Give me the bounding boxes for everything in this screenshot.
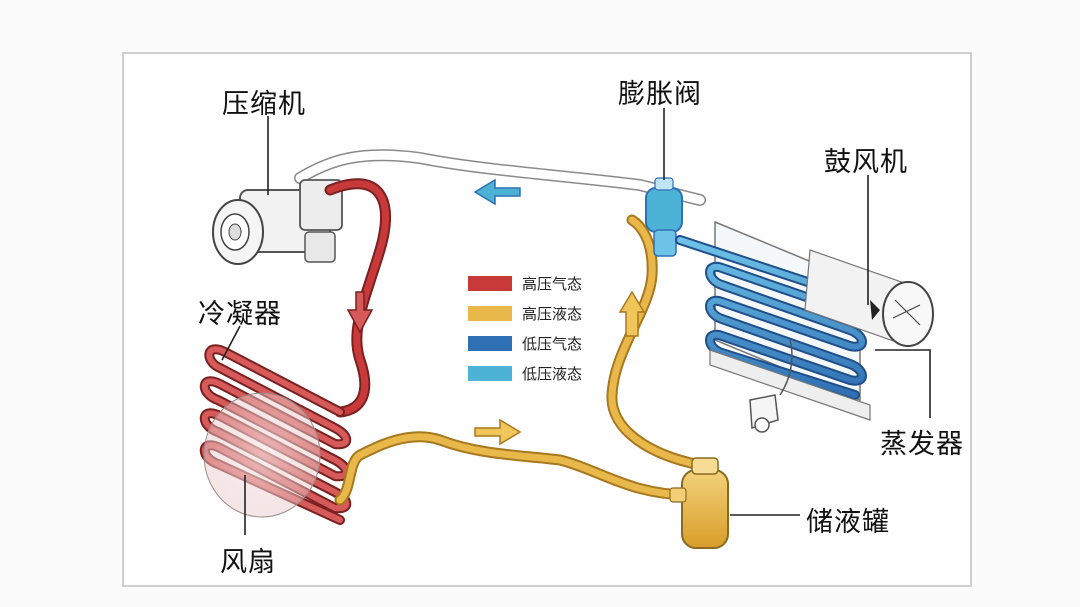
expansion-valve-label: 膨胀阀: [618, 79, 702, 110]
high-pressure-gas-pipe: [324, 178, 392, 418]
legend-label: 高压液态: [522, 304, 583, 323]
legend-swatch: [468, 365, 512, 381]
high-pressure-liquid-pipe: [334, 214, 706, 506]
receiver-drier: [669, 457, 729, 549]
leader-lines: [221, 108, 931, 535]
legend-swatch: [468, 305, 512, 321]
compressor-label: 压缩机: [222, 89, 306, 120]
evaporator-label: 蒸发器: [880, 429, 964, 460]
condenser-leader: [221, 325, 241, 361]
legend-label: 高压气态: [522, 274, 583, 293]
legend-item: 低压液态: [468, 360, 582, 386]
compressor: [212, 179, 343, 265]
fan: [203, 392, 321, 518]
flow-arrow-left: [346, 291, 374, 334]
evaporator: [675, 220, 871, 433]
legend-item: 低压气态: [468, 330, 582, 356]
blower: [804, 249, 934, 347]
legend: 高压气态 高压液态 低压气态 低压液态: [468, 270, 582, 390]
legend-item: 高压气态: [468, 270, 582, 296]
legend-label: 低压气态: [522, 334, 583, 353]
return-pipe: [294, 149, 706, 206]
flow-arrow-top: [473, 178, 521, 206]
receiver-label: 储液罐: [806, 507, 890, 538]
legend-swatch: [468, 335, 512, 351]
fan-label: 风扇: [220, 547, 276, 578]
blower-label: 鼓风机: [824, 147, 908, 178]
evaporator-leader: [875, 349, 931, 418]
legend-swatch: [468, 275, 512, 291]
condenser-label: 冷凝器: [198, 299, 282, 330]
expansion-valve: [645, 177, 683, 257]
flow-arrow-right: [618, 290, 646, 337]
flow-arrow-bottom: [474, 418, 522, 446]
legend-item: 高压液态: [468, 300, 582, 326]
legend-label: 低压液态: [522, 364, 583, 383]
